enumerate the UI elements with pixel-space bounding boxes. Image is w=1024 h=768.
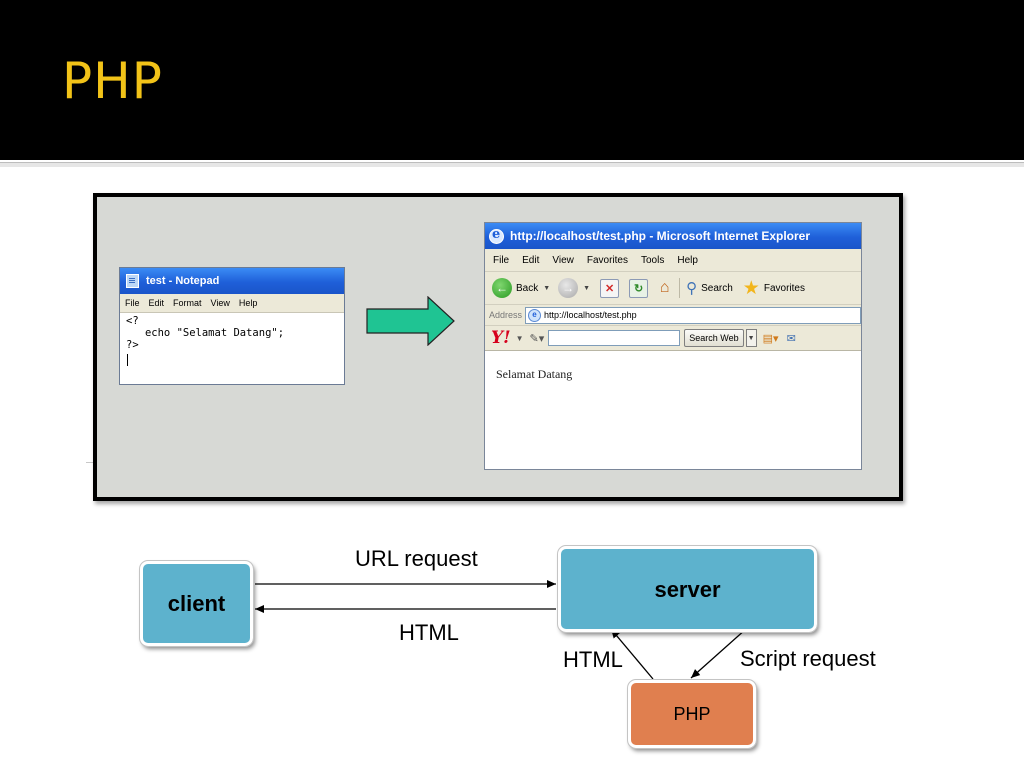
browser-menu-view[interactable]: View (552, 254, 574, 266)
yahoo-search-input[interactable] (548, 330, 681, 346)
search-web-dropdown-icon[interactable]: ▼ (745, 329, 757, 347)
browser-menu-help[interactable]: Help (677, 254, 698, 266)
browser-titlebar: http://localhost/test.php - Microsoft In… (485, 223, 861, 249)
server-node: server (557, 545, 818, 633)
address-label: Address (489, 310, 523, 320)
title-divider (0, 162, 1024, 167)
page-icon: e (528, 308, 542, 322)
back-arrow-icon[interactable]: ← (492, 278, 512, 298)
server-label: server (654, 577, 721, 602)
notepad-text-area[interactable]: <? echo "Selamat Datang"; ?> (126, 315, 285, 351)
back-dropdown-icon[interactable]: ▼ (543, 284, 551, 292)
search-button-label[interactable]: Search (701, 282, 733, 294)
forward-dropdown-icon[interactable]: ▼ (583, 284, 591, 292)
notepad-titlebar: test - Notepad (120, 268, 344, 294)
slide-title: PHP (62, 52, 163, 110)
yahoo-dropdown-icon[interactable]: ▼ (515, 333, 524, 343)
php-node: PHP (627, 679, 757, 749)
pencil-icon[interactable]: ✎▾ (529, 332, 545, 345)
home-icon[interactable]: ⌂ (659, 279, 670, 296)
yahoo-toolbar: Y! ▼ ✎▾ Search Web ▼ ▤▾ ✉ (485, 326, 861, 351)
browser-window: http://localhost/test.php - Microsoft In… (484, 222, 862, 470)
notepad-menubar: File Edit Format View Help (120, 294, 344, 313)
notepad-window: test - Notepad File Edit Format View Hel… (119, 267, 345, 385)
browser-toolbar: ← Back ▼ → ▼ ✕ ↻ ⌂ ⚲ Search ★ Favorites (485, 272, 861, 305)
notepad-menu-view[interactable]: View (210, 298, 230, 308)
client-label: client (167, 590, 226, 616)
notepad-menu-edit[interactable]: Edit (148, 298, 165, 308)
yahoo-logo[interactable]: Y! (491, 328, 511, 348)
mail-icon[interactable]: ✉ (786, 332, 796, 345)
search-web-button[interactable]: Search Web (684, 329, 744, 347)
address-bar: Address e http://localhost/test.php (485, 305, 861, 326)
script-request-label: Script request (740, 646, 876, 671)
browser-page-content: Selamat Datang (496, 367, 573, 381)
right-arrow-icon (366, 296, 455, 346)
php-label: PHP (673, 703, 711, 724)
notepad-icon (126, 274, 139, 288)
text-caret (127, 354, 128, 366)
browser-menu-edit[interactable]: Edit (522, 254, 540, 266)
html-response-label: HTML (399, 620, 459, 645)
toolbar-separator (679, 278, 681, 298)
title-bar: PHP (0, 0, 1024, 160)
browser-menu-favorites[interactable]: Favorites (586, 254, 628, 266)
refresh-icon[interactable]: ↻ (629, 278, 649, 298)
notepad-menu-format[interactable]: Format (173, 298, 202, 308)
stop-icon[interactable]: ✕ (600, 278, 620, 298)
php-html-label: HTML (563, 647, 623, 672)
bookmark-icon[interactable]: ▤▾ (762, 332, 779, 345)
url-request-label: URL request (355, 546, 478, 571)
browser-menubar: File Edit View Favorites Tools Help (485, 249, 861, 272)
server-to-php-arrow (690, 628, 747, 679)
notepad-title: test - Notepad (146, 275, 220, 287)
notepad-menu-file[interactable]: File (125, 298, 140, 308)
address-value: http://localhost/test.php (544, 310, 637, 320)
address-input[interactable]: e http://localhost/test.php (525, 306, 861, 324)
browser-menu-file[interactable]: File (493, 254, 510, 266)
browser-title: http://localhost/test.php - Microsoft In… (510, 229, 811, 243)
ie-logo-icon (489, 227, 504, 244)
client-node: client (139, 560, 254, 647)
php-to-server-arrow (610, 628, 654, 680)
notepad-menu-help[interactable]: Help (238, 298, 258, 308)
forward-arrow-icon[interactable]: → (558, 278, 579, 298)
favorites-button-label[interactable]: Favorites (763, 282, 805, 294)
favorites-star-icon[interactable]: ★ (742, 277, 760, 299)
search-icon[interactable]: ⚲ (686, 280, 698, 297)
browser-menu-tools[interactable]: Tools (640, 254, 665, 266)
back-button-label[interactable]: Back (516, 282, 539, 294)
